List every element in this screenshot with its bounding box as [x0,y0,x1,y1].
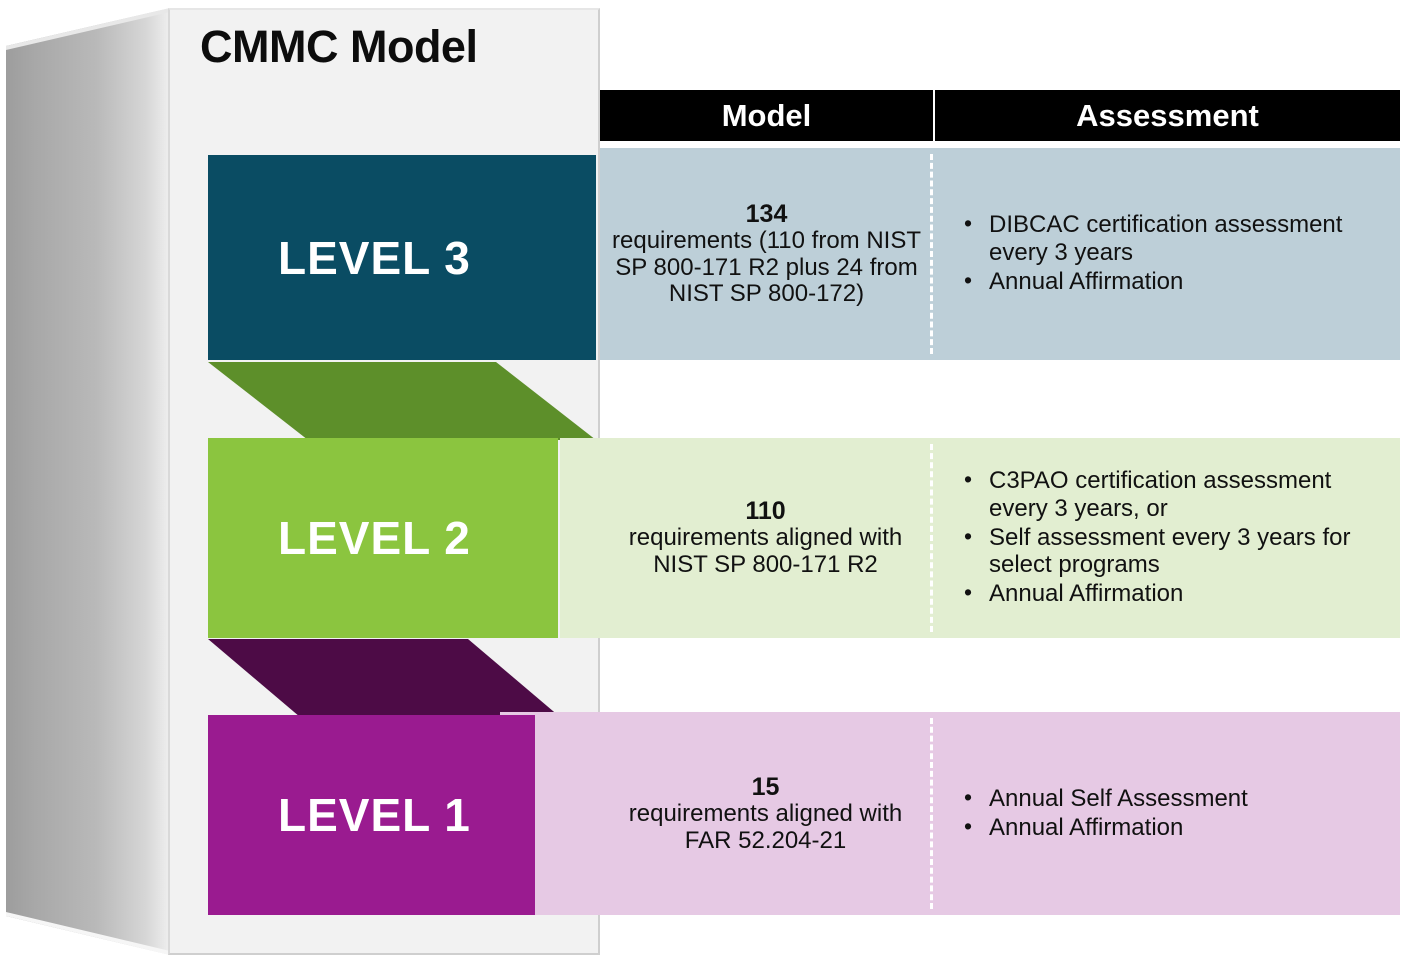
level2-column-divider [930,444,933,632]
header-model: Model [721,97,812,133]
list-item: Annual Affirmation [964,267,1390,296]
header-divider [933,90,935,141]
list-item: Annual Affirmation [964,579,1390,608]
level1-model-count: 15 [751,772,780,801]
level2-content-row: 110 requirements aligned with NIST SP 80… [560,438,1400,638]
list-item: DIBCAC certification assessment every 3 … [964,210,1390,267]
level3-label: LEVEL 3 [278,231,471,284]
page-title: CMMC Model [200,21,478,72]
level1-label: LEVEL 1 [278,789,471,841]
level3-model-cell: 134 requirements (110 from NIST SP 800-1… [600,148,933,360]
list-item: C3PAO certification assessment every 3 y… [964,466,1390,523]
level2-model-cell: 110 requirements aligned with NIST SP 80… [560,438,933,638]
list-item: Annual Self Assessment [964,784,1390,813]
level3-content-row: 134 requirements (110 from NIST SP 800-1… [600,148,1400,360]
level3-column-divider [930,154,933,354]
level1-model-cell: 15 requirements aligned with FAR 52.204-… [500,712,933,915]
level2-to-level1-connector [208,639,560,717]
level3-assessment-cell: DIBCAC certification assessment every 3 … [933,148,1400,360]
level2-model-count: 110 [745,497,786,526]
level1-column-divider [930,718,933,909]
header-assessment: Assessment [1076,97,1259,133]
level1-content-row: 15 requirements aligned with FAR 52.204-… [500,712,1400,915]
level2-model-description: requirements aligned with NIST SP 800-17… [628,524,903,578]
table-header: Model Assessment [600,90,1400,141]
level1-block: LEVEL 1 [208,715,535,915]
level3-model-description: requirements (110 from NIST SP 800-171 R… [612,226,921,308]
level2-block: LEVEL 2 [208,438,558,638]
level2-label: LEVEL 2 [278,512,471,564]
three-d-spine [6,8,170,955]
level1-model-description: requirements aligned with FAR 52.204-21 [628,799,903,854]
list-item: Annual Affirmation [964,813,1390,842]
level3-to-level2-connector [208,362,596,440]
level2-assessment-cell: C3PAO certification assessment every 3 y… [933,438,1400,638]
level3-model-count: 134 [745,199,788,228]
level1-assessment-cell: Annual Self Assessment Annual Affirmatio… [933,712,1400,915]
list-item: Self assessment every 3 years for select… [964,523,1390,580]
level3-block: LEVEL 3 [208,155,596,360]
